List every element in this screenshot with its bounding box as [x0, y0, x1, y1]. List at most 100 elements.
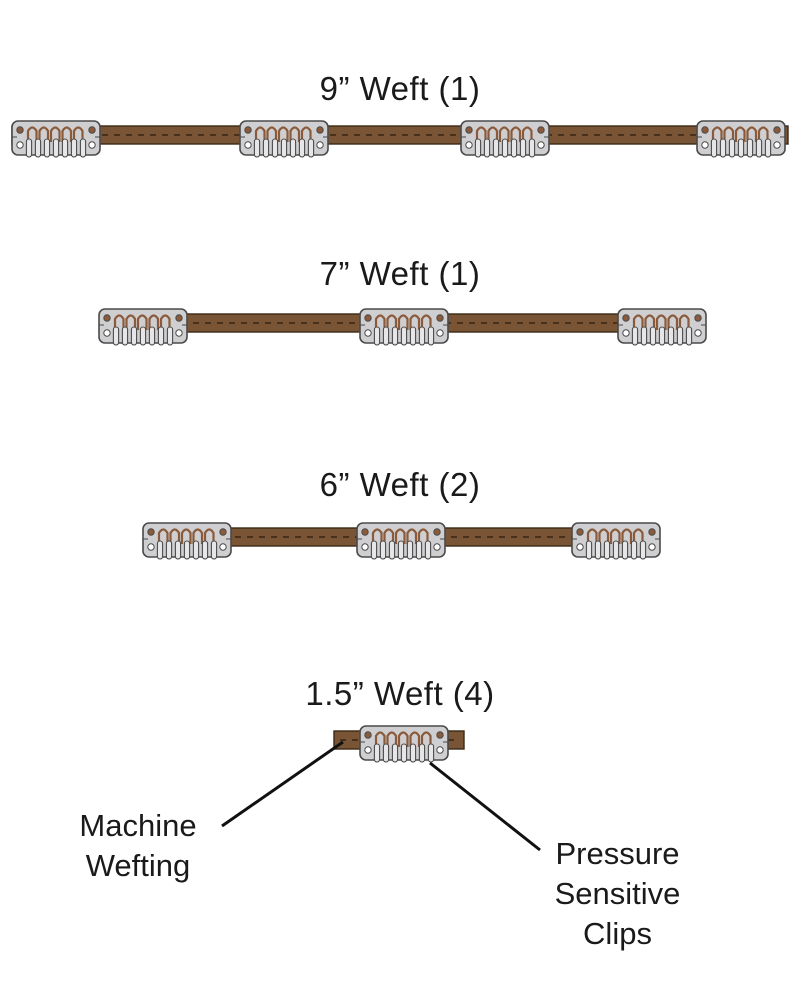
clip-hole [465, 141, 473, 149]
pressure-clip [11, 120, 101, 158]
weft-6-strip [142, 522, 661, 560]
clip-tooth [400, 743, 408, 763]
machine-wefting-annotation: Machine Wefting [48, 806, 228, 886]
clip-hole [316, 126, 324, 134]
clip-tooth [501, 138, 509, 158]
clip-tooth [201, 540, 209, 560]
pressure-clip [239, 120, 329, 158]
clip-tooth [519, 138, 527, 158]
clip-hole [436, 746, 444, 754]
weft-9-label: 9” Weft (1) [319, 70, 481, 107]
clip-tooth [630, 540, 638, 560]
clip-tooth [253, 138, 261, 158]
pressure-clip [571, 522, 661, 560]
clip-arch [420, 314, 432, 330]
clip-arch [125, 314, 137, 330]
clip-hole [773, 141, 781, 149]
clip-tooth [728, 138, 736, 158]
clip-tooth [415, 540, 423, 560]
clip-hole [361, 528, 369, 536]
pressure-clip [359, 308, 449, 346]
pressure-clip [356, 522, 446, 560]
clip-arch [61, 126, 73, 142]
clip-arch [289, 126, 301, 142]
clip-arch [383, 528, 395, 544]
clip-tooth [409, 326, 417, 346]
clip-hole [622, 329, 630, 337]
clip-hole [648, 543, 656, 551]
clip-hole [694, 314, 702, 322]
clip-hole [465, 126, 473, 134]
clip-arch [386, 731, 398, 747]
clip-tooth [379, 540, 387, 560]
clip-arch [644, 314, 656, 330]
clip-tooth [719, 138, 727, 158]
clip-tooth [603, 540, 611, 560]
machine-wefting-line-2: Wefting [85, 848, 191, 883]
clip-tooth [139, 326, 147, 346]
weft-1-5-strip [333, 725, 465, 763]
clip-hole [537, 126, 545, 134]
weft-7-strip [98, 308, 707, 346]
clip-arch [277, 126, 289, 142]
clip-tooth [409, 743, 417, 763]
clip-tooth [382, 326, 390, 346]
clip-tooth [667, 326, 675, 346]
pressure-clip [460, 120, 550, 158]
pressure-clips-leader [429, 761, 541, 852]
clip-tooth [121, 326, 129, 346]
clip-hole [88, 141, 96, 149]
clip-arch [192, 528, 204, 544]
clip-hole [103, 314, 111, 322]
clip-arch [417, 528, 429, 544]
clip-arch [397, 314, 409, 330]
clip-tooth [61, 138, 69, 158]
clip-arch [598, 528, 610, 544]
clip-hole [773, 126, 781, 134]
clip-tooth [370, 540, 378, 560]
clip-tooth [755, 138, 763, 158]
clip-arch [711, 126, 723, 142]
clip-hole [364, 314, 372, 322]
clip-arch [266, 126, 278, 142]
clip-tooth [397, 540, 405, 560]
clip-arch [746, 126, 758, 142]
clip-arch [521, 126, 533, 142]
clip-arch [498, 126, 510, 142]
clip-tooth [165, 540, 173, 560]
clip-arch [26, 126, 38, 142]
clip-arch [254, 126, 266, 142]
weft-7-label: 7” Weft (1) [319, 255, 481, 292]
clip-tooth [130, 326, 138, 346]
clip-hole [103, 329, 111, 337]
clip-arch [406, 528, 418, 544]
clip-tooth [612, 540, 620, 560]
clip-tooth [676, 326, 684, 346]
machine-wefting-line-1: Machine [79, 808, 197, 843]
clip-arch [409, 314, 421, 330]
clip-arch [159, 314, 171, 330]
clip-tooth [289, 138, 297, 158]
clip-hole [219, 528, 227, 536]
clip-tooth [764, 138, 772, 158]
clip-tooth [298, 138, 306, 158]
clip-arch [180, 528, 192, 544]
clip-tooth [192, 540, 200, 560]
clip-tooth [166, 326, 174, 346]
clip-tooth [594, 540, 602, 560]
clip-tooth [174, 540, 182, 560]
clip-arch [374, 314, 386, 330]
clip-hole [537, 141, 545, 149]
clip-hole [316, 141, 324, 149]
clip-tooth [649, 326, 657, 346]
pressure-sensitive-clips-annotation: Pressure Sensitive Clips [525, 834, 710, 954]
clip-tooth [427, 743, 435, 763]
clip-arch [586, 528, 598, 544]
clip-hole [244, 126, 252, 134]
clip-tooth [280, 138, 288, 158]
clip-arch [72, 126, 84, 142]
clip-tooth [737, 138, 745, 158]
clip-hole [436, 329, 444, 337]
clip-arch [386, 314, 398, 330]
clip-tooth [631, 326, 639, 346]
